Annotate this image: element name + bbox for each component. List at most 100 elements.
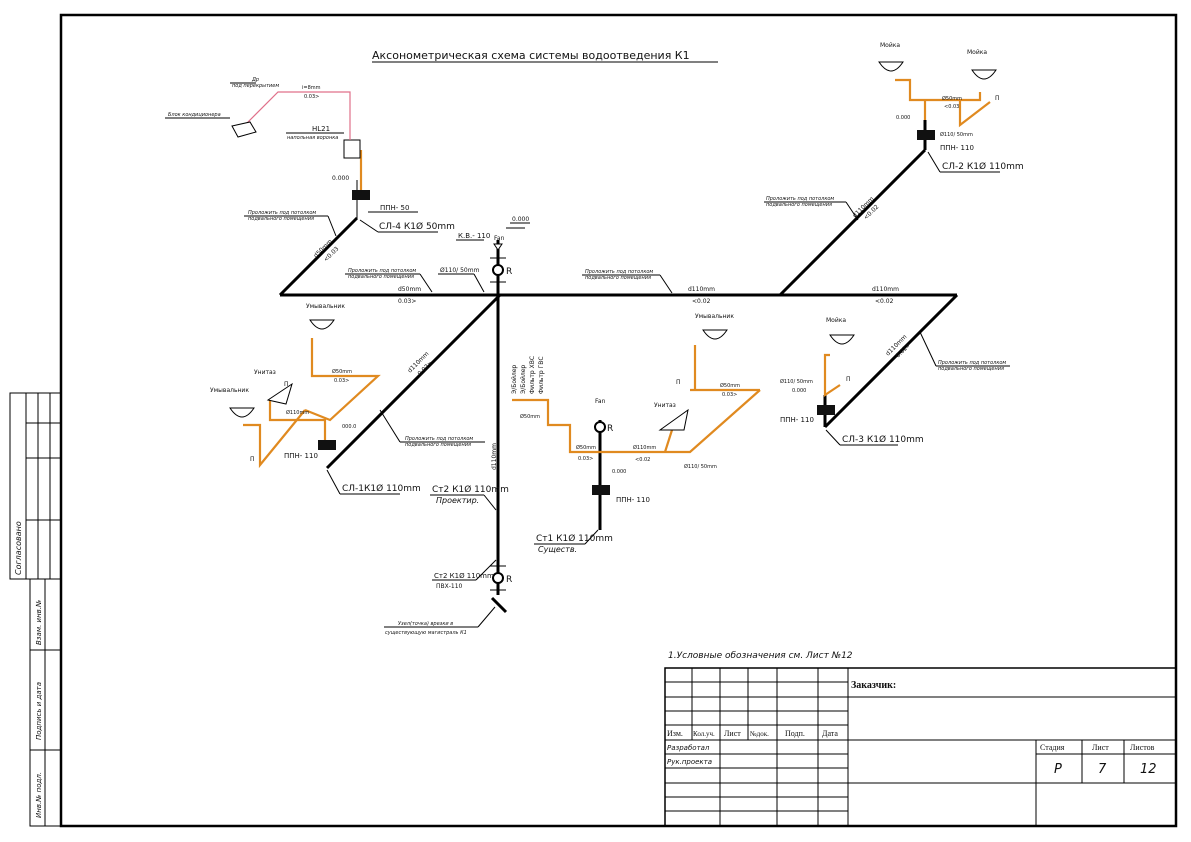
level-label: 000.0: [342, 424, 356, 430]
st2-note: Проектир.: [436, 496, 479, 505]
sink-icon: [971, 69, 997, 80]
ppn110-icon: [817, 405, 835, 415]
fan-icon: [493, 243, 503, 251]
sheet-value: 7: [1098, 762, 1107, 777]
fixture-label: Умывальник: [210, 387, 249, 394]
sheet-header: Лист: [1092, 743, 1109, 752]
washbasin-icon: [309, 319, 335, 330]
sl4-branch-pipe: [278, 216, 359, 297]
toilet-branch-orange: [268, 400, 327, 445]
fan-label: Fan: [494, 235, 505, 242]
fixture-label: Фильтр ГВС: [538, 356, 545, 394]
sl1-branch-orange: [304, 338, 381, 422]
pipe-dia-label: d50mm: [398, 286, 421, 293]
column-header: №док.: [750, 730, 769, 738]
note-label: Проложить под потолком: [248, 210, 316, 216]
sink-icon: [829, 334, 855, 345]
pipe-slope-label: <0.02: [875, 298, 894, 305]
pipe-slope-label: 0.03>: [304, 94, 319, 100]
ppn50-label: ППН- 50: [380, 204, 409, 212]
connection-label: Узел(точка) врезки в: [398, 621, 453, 627]
fixture-label: Мойка: [880, 42, 900, 49]
fixture-label: Умывальник: [306, 303, 345, 310]
st2b-note: ПВХ-110: [436, 583, 463, 590]
pipe-dia-label: Ø110mm: [286, 409, 309, 416]
cleanout-label: П: [284, 381, 289, 388]
pipe-dia-label: Ø50mm: [332, 368, 352, 375]
sink-icon: [878, 61, 904, 72]
sl3-label: СЛ-3 К1Ø 110mm: [842, 434, 924, 445]
st1-label: Ст1 К1Ø 110mm: [536, 533, 613, 544]
pipe-slope-label: 0.03>: [398, 298, 416, 305]
dr-note: под перекрытием: [232, 83, 279, 89]
sheet-frame: [59, 13, 1178, 828]
toilet-icon: [658, 408, 689, 431]
level-label: 0.000: [612, 469, 626, 475]
toilet-icon: [266, 382, 293, 405]
cleanout-label: П: [846, 376, 851, 383]
level-label: 0.000: [512, 216, 529, 223]
pipe-dia-label: Ø50mm: [520, 413, 540, 420]
reducer-label: Ø110/ 50mm: [684, 463, 717, 470]
toilet-st1-orange: [663, 429, 674, 453]
pipe-slope-label: 0.03>: [578, 456, 593, 462]
washbasin-icon: [702, 329, 728, 340]
title-block: [664, 667, 1177, 827]
ppn110-label: ППН- 110: [940, 144, 974, 152]
washbasin-branch-orange: [243, 409, 306, 469]
st2-label: Ст2 К1Ø 110mm: [432, 484, 509, 495]
pipe-dia-label: d110mm: [872, 286, 899, 293]
dr-label: Др: [251, 77, 259, 83]
column-header: Изм.: [667, 729, 683, 738]
ppn50-icon: [352, 190, 370, 200]
sl3-branch-pipe: [823, 293, 959, 429]
kv110-label: К.В.- 110: [458, 232, 490, 240]
drawing-note: 1.Условные обозначения см. Лист №12: [668, 651, 853, 661]
inv-repl-label: Взам. инв.№: [35, 600, 43, 645]
drawing-title: Аксонометрическая схема системы водоотве…: [372, 49, 690, 62]
level-label: 0.000: [332, 175, 349, 182]
fixture-label: Фильтр ХВС: [529, 356, 536, 394]
pipe-dia-label: Ø50mm: [720, 382, 740, 389]
sheets-header: Листов: [1130, 743, 1155, 752]
fixture-label: Мойка: [826, 317, 846, 324]
ac-unit-icon: [231, 121, 257, 138]
sheets-value: 12: [1140, 762, 1157, 777]
reducer-label: Ø110/ 50mm: [440, 267, 480, 274]
fixture-label: Умывальник: [695, 313, 734, 320]
ppn110-label: ППН- 110: [284, 452, 318, 460]
floor-drain-icon: [343, 139, 361, 159]
note-label: подвального помещения: [348, 274, 414, 280]
sl2-label: СЛ-2 К1Ø 110mm: [942, 161, 1024, 172]
inv-orig-label: Инв.№ подл.: [35, 772, 43, 818]
revision-label: R: [607, 424, 613, 434]
side-stamp: [9, 392, 62, 827]
sl2-branch-orange: [895, 78, 982, 102]
ppn110-icon: [592, 485, 610, 495]
sl4-label: СЛ-4 К1Ø 50mm: [379, 221, 455, 232]
reducer-label: Ø110/ 50mm: [940, 131, 973, 138]
note-label: подвального помещения: [248, 216, 314, 222]
note-label: подвального помещения: [938, 366, 1004, 372]
column-header: Кол.уч.: [693, 730, 715, 738]
sl3-branch-orange: [823, 353, 841, 398]
note-label: Проложить под потолком: [766, 196, 834, 202]
revision-label: R: [506, 575, 512, 585]
sl1-label: СЛ-1К1Ø 110mm: [342, 483, 421, 494]
sl2-orange-loop: [958, 100, 991, 128]
note-label: Проложить под потолком: [348, 268, 416, 274]
pipe-slope-label: i=8mm: [302, 85, 321, 91]
note-label: подвального помещения: [585, 275, 651, 281]
level-label: 0.000: [896, 115, 910, 121]
row-label: Разработал: [667, 744, 710, 752]
hl21-label: HL21: [312, 125, 330, 133]
column-header: Дата: [822, 729, 838, 738]
pipe-dia-label: Ø50mm: [942, 95, 962, 102]
pipe-slope-label: 0.03>: [334, 378, 349, 384]
ppn110-label: ППН- 110: [780, 416, 814, 424]
fixture-label: Унитаз: [254, 369, 276, 376]
pipe-dia-label: Ø110mm: [633, 444, 656, 451]
stage-value: Р: [1054, 762, 1062, 777]
revision-icon: [492, 264, 504, 276]
pipe-slope-label: <0.03: [944, 104, 959, 110]
